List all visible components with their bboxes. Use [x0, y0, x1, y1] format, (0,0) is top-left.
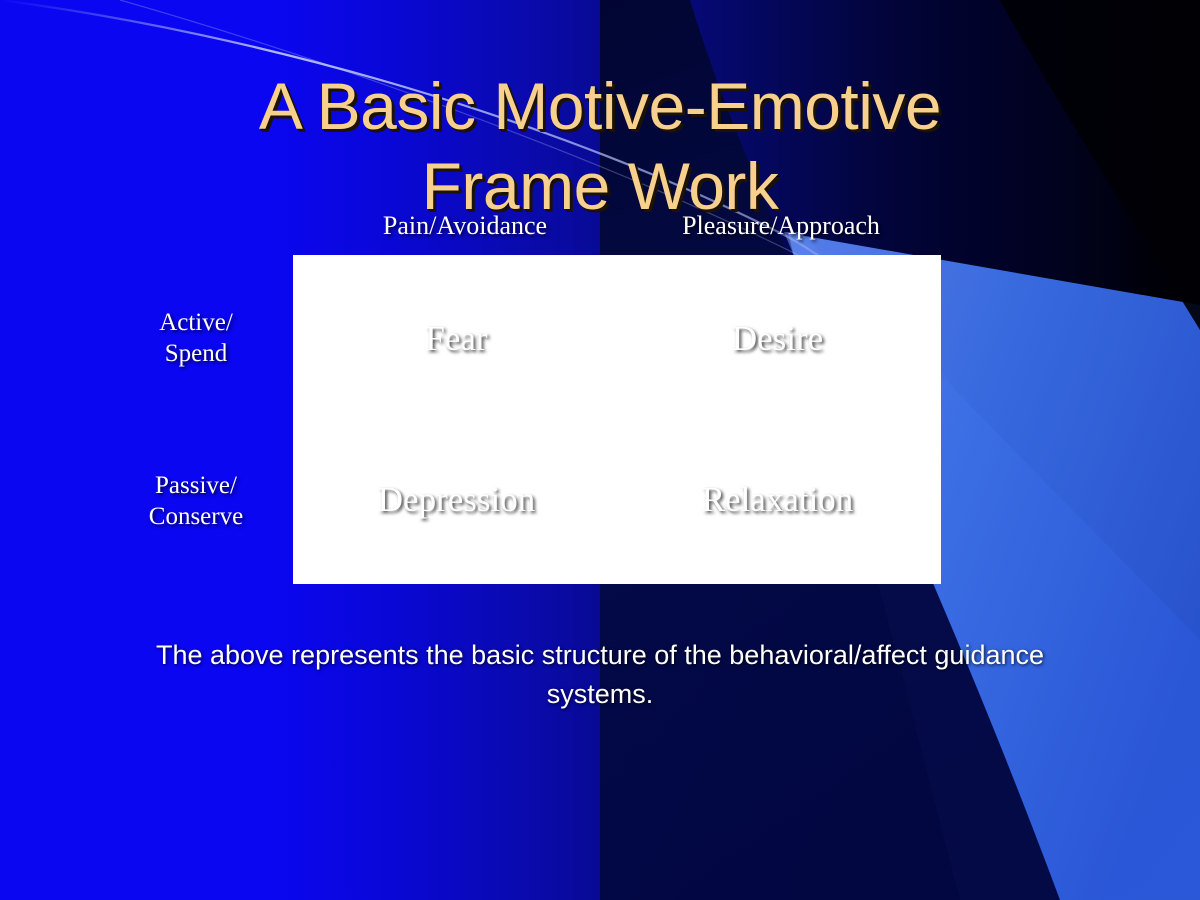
page-title: A Basic Motive-Emotive Frame Work: [258, 69, 942, 224]
matrix-cell-relaxation: Relaxation: [701, 480, 854, 520]
matrix-cell-desire: Desire: [731, 318, 824, 358]
matrix-cell-fear: Fear: [425, 318, 488, 358]
matrix-grid: Fear Desire Depression Relaxation: [293, 255, 941, 584]
column-header-pleasure-approach: Pleasure/Approach: [682, 211, 880, 240]
column-header-pain-avoidance: Pain/Avoidance: [382, 211, 548, 240]
slide-caption: The above represents the basic structure…: [155, 640, 1045, 709]
row-header-active-spend: Active/ Spend: [159, 309, 233, 367]
matrix-cell-depression: Depression: [377, 480, 536, 520]
motive-emotive-matrix: Pain/Avoidance Pleasure/Approach Active/…: [149, 211, 941, 584]
row-header-passive-conserve: Passive/ Conserve: [148, 472, 244, 530]
